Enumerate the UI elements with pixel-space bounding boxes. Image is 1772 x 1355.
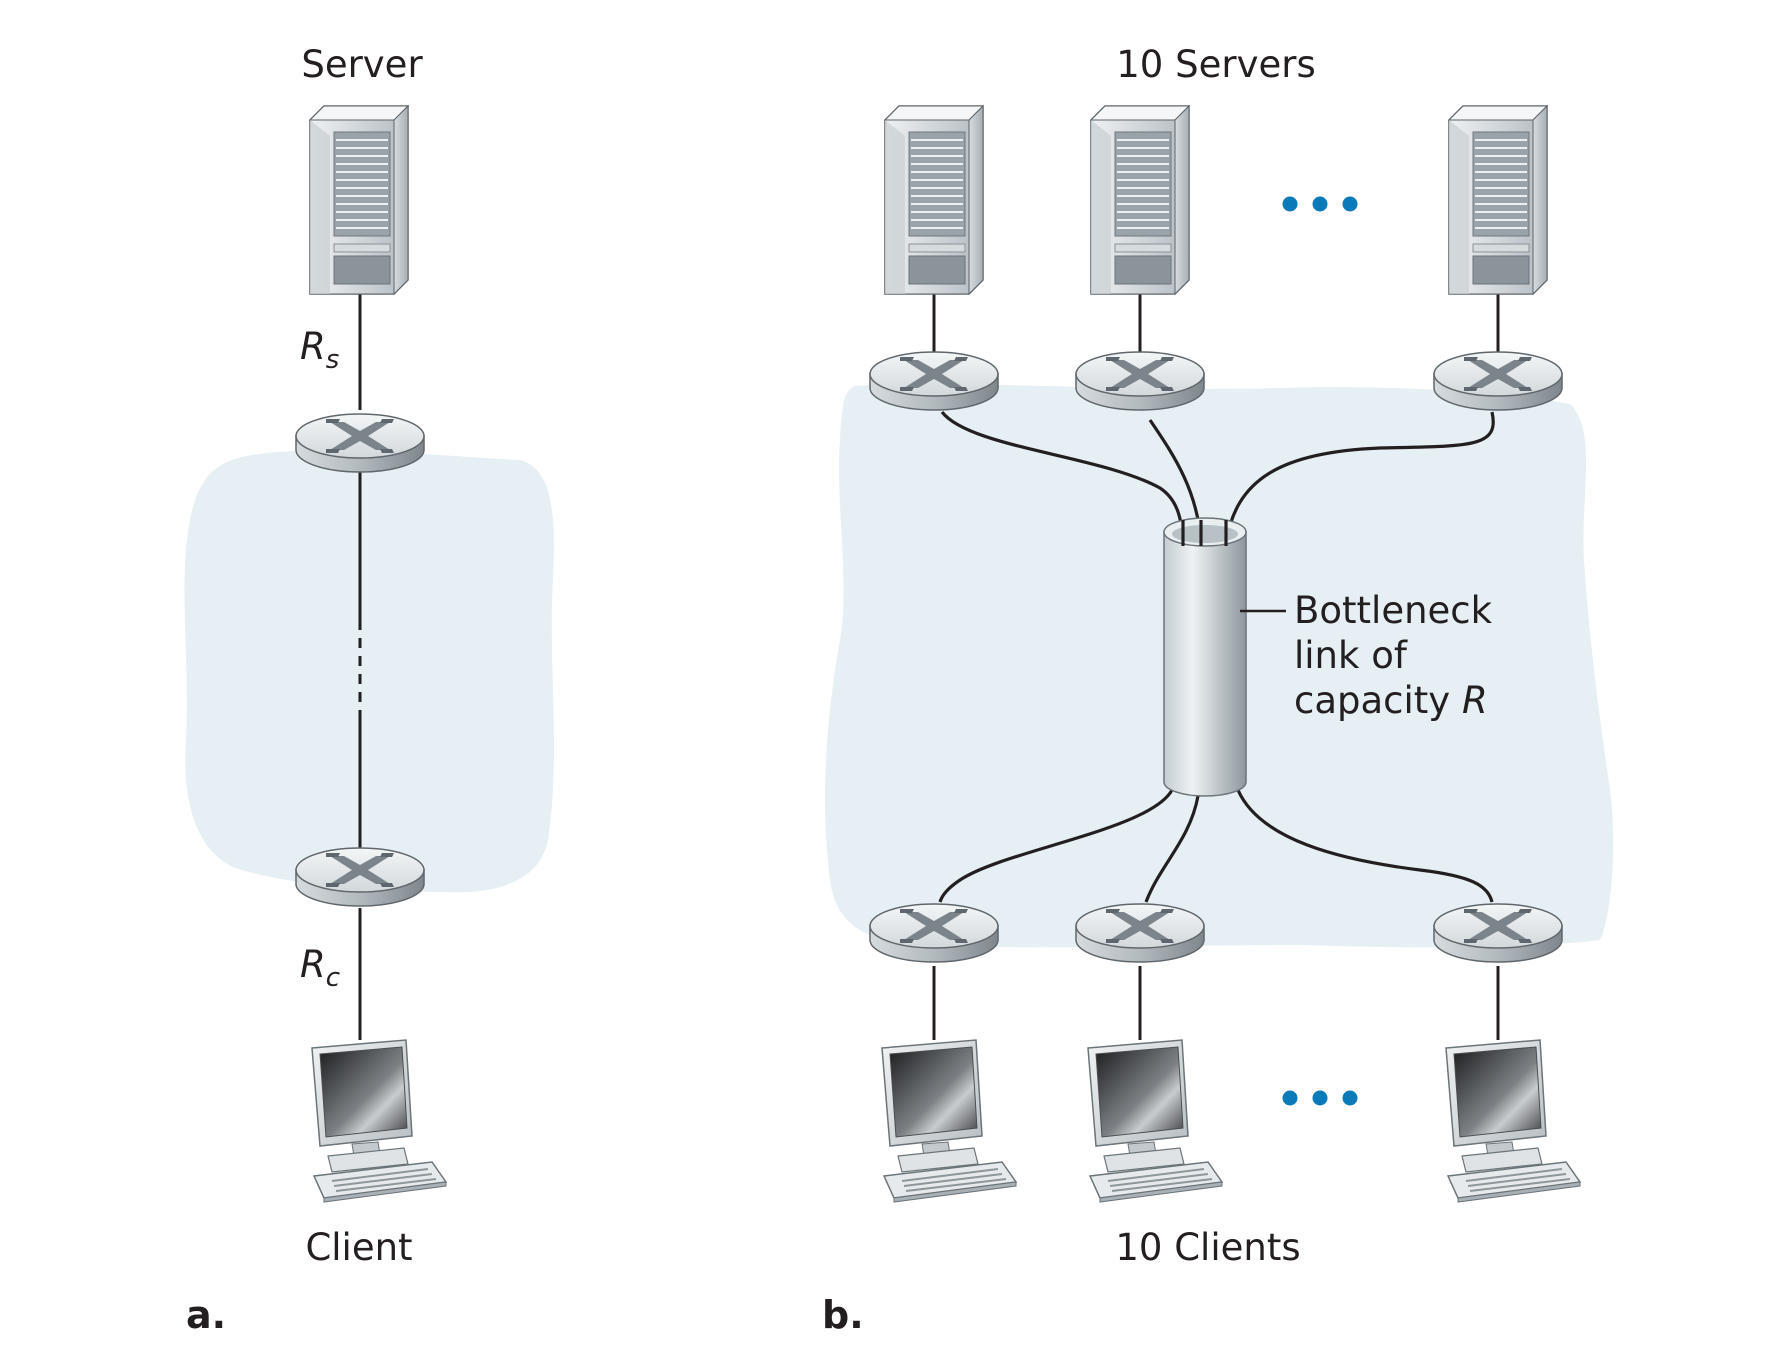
server-icon-1 <box>884 105 984 295</box>
server-access-links <box>932 288 1500 352</box>
upper-cable-left <box>940 410 1185 545</box>
client-computer-icon-1 <box>881 1039 1017 1203</box>
rate-rc-letter: R <box>300 943 326 986</box>
router-icon-server-side <box>295 413 425 473</box>
lower-cable-right <box>1236 789 1494 903</box>
panel-a: Server Client Rs Rc a. <box>184 43 555 1337</box>
part-a-label: a. <box>186 1293 226 1337</box>
clients-ellipsis-icon <box>1282 1090 1358 1106</box>
router-icon-server-1 <box>869 351 999 411</box>
clients-label: 10 Clients <box>1115 1226 1300 1269</box>
lower-cable-middle <box>1144 795 1200 903</box>
server-icon <box>309 105 409 295</box>
panel-b: 10 Servers 10 Clients Bottleneck link of… <box>822 43 1614 1337</box>
client-computer-icon-2 <box>1087 1039 1223 1203</box>
servers-label: 10 Servers <box>1116 43 1315 86</box>
router-icon-server-3 <box>1433 351 1563 411</box>
bottleneck-link-cylinder <box>1163 517 1247 797</box>
rate-rc-label: Rc <box>300 943 340 993</box>
bottleneck-label-line-2: link of <box>1294 634 1408 677</box>
part-b-label: b. <box>822 1293 864 1337</box>
server-icon-2 <box>1090 105 1190 295</box>
upper-cable-right <box>1224 411 1495 545</box>
client-access-links <box>932 966 1500 1040</box>
router-icon-client-3 <box>1433 903 1563 963</box>
router-icon-client-1 <box>869 903 999 963</box>
cable-ends-in-pipe <box>1181 520 1228 546</box>
client-computer-icon <box>311 1039 447 1203</box>
router-icon-client-2 <box>1075 903 1205 963</box>
bottleneck-label-line-1: Bottleneck <box>1294 589 1493 632</box>
client-computer-icon-3 <box>1445 1039 1581 1203</box>
server-label: Server <box>301 43 423 86</box>
capacity-word: capacity <box>1294 679 1462 722</box>
client-label: Client <box>305 1226 412 1269</box>
capacity-variable: R <box>1462 679 1488 722</box>
rate-rc-sub: c <box>326 963 340 993</box>
bottleneck-label-line-3: capacity R <box>1294 679 1488 722</box>
rate-rs-label: Rs <box>300 325 339 375</box>
rate-rs-letter: R <box>300 325 326 368</box>
lower-cables <box>938 789 1494 903</box>
router-icon-client-side <box>295 847 425 907</box>
router-icon-server-2 <box>1075 351 1205 411</box>
server-icon-3 <box>1448 105 1548 295</box>
rate-rs-sub: s <box>326 345 340 375</box>
network-cloud-a <box>184 450 555 893</box>
servers-ellipsis-icon <box>1282 196 1358 212</box>
lower-cable-left <box>938 789 1174 903</box>
